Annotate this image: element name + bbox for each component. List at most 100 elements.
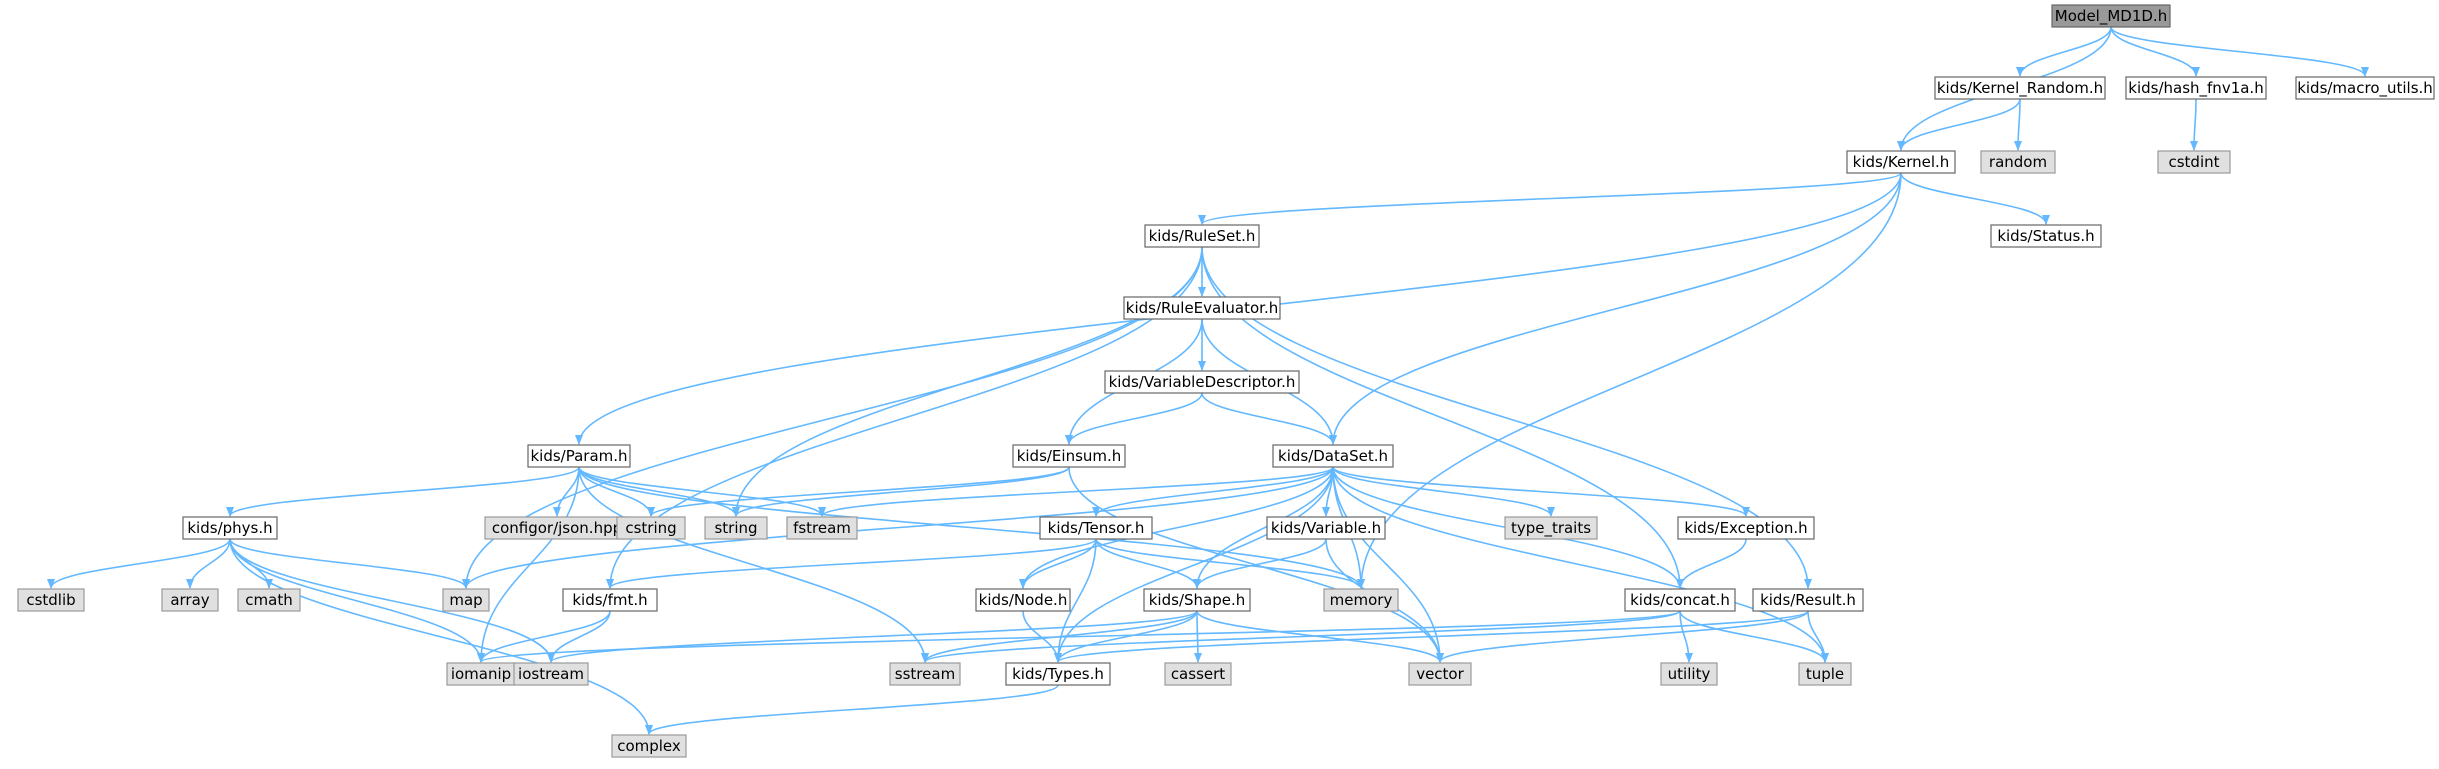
node-dataset[interactable]: kids/DataSet.h [1272,444,1394,468]
node-box-exception [1677,516,1815,540]
edge-tensor-to-memory [1095,538,1365,589]
node-einsum[interactable]: kids/Einsum.h [1012,444,1126,468]
node-box-dataset [1272,444,1394,468]
node-complex: complex [611,734,687,758]
node-ruleeval[interactable]: kids/RuleEvaluator.h [1123,296,1281,320]
node-macro[interactable]: kids/macro_utils.h [2295,76,2435,100]
node-label-status: kids/Status.h [1997,227,2094,245]
node-label-kernel_random: kids/Kernel_Random.h [1937,79,2103,98]
edge-types-to-complex [645,684,1059,735]
node-label-kernel: kids/Kernel.h [1853,153,1950,171]
node-box-complex [611,734,687,758]
node-fmt[interactable]: kids/fmt.h [562,588,658,612]
node-label-fmt: kids/fmt.h [572,591,647,609]
node-label-memory: memory [1330,591,1393,609]
edge-concat-to-tuple [1679,610,1829,663]
node-exception[interactable]: kids/Exception.h [1677,516,1815,540]
node-phys[interactable]: kids/phys.h [182,516,278,540]
node-result[interactable]: kids/Result.h [1752,588,1864,612]
node-cstring: cstring [616,516,686,540]
node-concat[interactable]: kids/concat.h [1624,588,1736,612]
node-label-iomanip: iomanip [451,665,511,683]
edge-hash-to-cstdint [2190,98,2199,151]
node-box-cmath [237,588,301,612]
node-sstream: sstream [889,662,961,686]
edge-ruleset-to-string [732,246,1203,517]
node-node[interactable]: kids/Node.h [975,588,1071,612]
node-box-tensor [1039,516,1153,540]
node-param[interactable]: kids/Param.h [527,444,631,468]
node-box-model [2051,4,2171,28]
node-ruleset[interactable]: kids/RuleSet.h [1144,224,1260,248]
node-map: map [442,588,490,612]
node-box-iostream [513,662,589,686]
node-box-ruleeval [1123,296,1281,320]
node-cmath: cmath [237,588,301,612]
edge-result-to-vector [1436,610,1809,663]
node-box-variable [1266,516,1386,540]
node-label-einsum: kids/Einsum.h [1017,447,1122,465]
node-box-shape [1143,588,1251,612]
node-box-macro [2295,76,2435,100]
node-box-concat [1624,588,1736,612]
node-label-hash: kids/hash_fnv1a.h [2128,79,2263,98]
node-kernel[interactable]: kids/Kernel.h [1846,150,1956,174]
edge-model-to-hash [2110,26,2200,77]
node-box-sstream [889,662,961,686]
edge-dataset-to-tuple [1332,466,1829,663]
edge-tensor-to-fmt [606,538,1097,589]
edge-einsum-to-cstring [647,466,1070,517]
edge-phys-to-array [186,538,231,589]
node-box-hash [2125,76,2267,100]
node-label-cstdlib: cstdlib [26,591,75,609]
node-shape[interactable]: kids/Shape.h [1143,588,1251,612]
node-label-iostream: iostream [518,665,584,683]
node-status[interactable]: kids/Status.h [1990,224,2102,248]
node-vardesc[interactable]: kids/VariableDescriptor.h [1104,370,1300,394]
node-label-macro: kids/macro_utils.h [2297,79,2433,98]
node-type_traits: type_traits [1504,516,1598,540]
node-label-variable: kids/Variable.h [1271,519,1381,537]
edge-dataset-to-type_traits [1332,466,1555,517]
edge-kernel-to-status [1900,172,2050,225]
edge-kernel_random-to-random [2014,98,2023,151]
node-random: random [1980,150,2056,174]
node-box-cstdlib [17,588,85,612]
node-tensor[interactable]: kids/Tensor.h [1039,516,1153,540]
node-box-status [1990,224,2102,248]
edge-result-to-types [1054,610,1809,663]
node-label-types: kids/Types.h [1012,665,1104,683]
node-model[interactable]: Model_MD1D.h [2051,4,2171,28]
edge-dataset-to-shape [1193,466,1334,589]
node-variable[interactable]: kids/Variable.h [1266,516,1386,540]
node-label-random: random [1989,153,2047,171]
node-box-fstream [786,516,858,540]
node-label-cstring: cstring [625,519,676,537]
node-kernel_random[interactable]: kids/Kernel_Random.h [1934,76,2106,100]
node-label-json: configor/json.hpp [492,519,622,537]
edge-einsum-to-string [732,466,1070,517]
node-label-node: kids/Node.h [979,591,1068,609]
node-box-kernel_random [1934,76,2106,100]
node-types[interactable]: kids/Types.h [1005,662,1111,686]
node-hash[interactable]: kids/hash_fnv1a.h [2125,76,2267,100]
edge-kernel_random-to-kernel [1897,98,2021,151]
node-label-type_traits: type_traits [1511,519,1591,538]
edge-exception-to-concat [1676,538,1747,589]
edge-dataset-to-fstream [818,466,1334,517]
node-label-cstdint: cstdint [2168,153,2219,171]
node-label-ruleset: kids/RuleSet.h [1149,227,1256,245]
node-label-param: kids/Param.h [530,447,627,465]
node-label-dataset: kids/DataSet.h [1278,447,1388,465]
node-utility: utility [1660,662,1718,686]
edge-phys-to-cstdlib [47,538,231,589]
node-label-fstream: fstream [793,519,851,537]
node-box-phys [182,516,278,540]
edge-param-to-fstream [578,466,826,517]
edge-phys-to-map [229,538,470,589]
node-label-map: map [449,591,482,609]
edge-variable-to-shape [1193,538,1327,589]
edge-concat-to-utility [1679,610,1693,663]
node-box-array [161,588,219,612]
